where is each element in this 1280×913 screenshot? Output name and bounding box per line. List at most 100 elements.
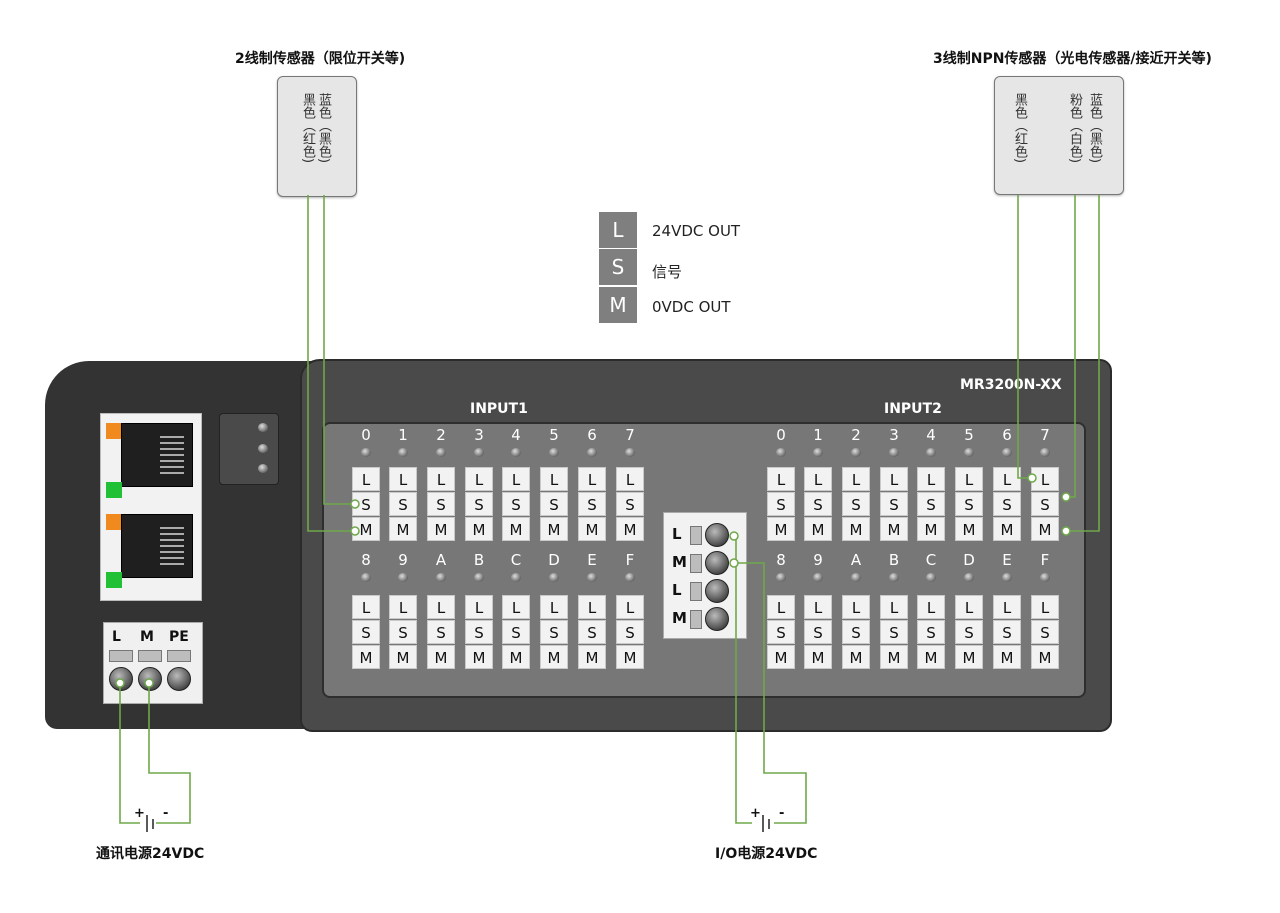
terminal-l[interactable]: L (993, 467, 1021, 491)
terminal-m[interactable]: M (352, 645, 380, 669)
terminal-s[interactable]: S (917, 492, 945, 516)
terminal-s[interactable]: S (502, 492, 530, 516)
terminal-l[interactable]: L (389, 467, 417, 491)
terminal-l[interactable]: L (767, 595, 795, 619)
terminal-m[interactable]: M (880, 645, 908, 669)
terminal-m[interactable]: M (578, 517, 606, 541)
terminal-s[interactable]: S (842, 620, 870, 644)
terminal-l[interactable]: L (578, 595, 606, 619)
terminal-screw-icon[interactable] (705, 551, 729, 575)
terminal-m[interactable]: M (616, 517, 644, 541)
terminal-s[interactable]: S (804, 492, 832, 516)
terminal-l[interactable]: L (955, 467, 983, 491)
terminal-s[interactable]: S (465, 492, 493, 516)
terminal-m[interactable]: M (502, 645, 530, 669)
terminal-s[interactable]: S (767, 620, 795, 644)
terminal-s[interactable]: S (1031, 620, 1059, 644)
terminal-l[interactable]: L (352, 595, 380, 619)
terminal-s[interactable]: S (993, 492, 1021, 516)
terminal-m[interactable]: M (616, 645, 644, 669)
terminal-s[interactable]: S (955, 620, 983, 644)
terminal-m[interactable]: M (767, 517, 795, 541)
terminal-m[interactable]: M (389, 517, 417, 541)
terminal-m[interactable]: M (917, 645, 945, 669)
terminal-s[interactable]: S (465, 620, 493, 644)
terminal-l[interactable]: L (616, 467, 644, 491)
terminal-l[interactable]: L (955, 595, 983, 619)
terminal-s[interactable]: S (993, 620, 1021, 644)
terminal-s[interactable]: S (427, 492, 455, 516)
terminal-s[interactable]: S (616, 620, 644, 644)
terminal-m[interactable]: M (1031, 517, 1059, 541)
terminal-s[interactable]: S (540, 620, 568, 644)
terminal-l[interactable]: L (427, 467, 455, 491)
terminal-screw-icon[interactable] (705, 579, 729, 603)
terminal-m[interactable]: M (955, 517, 983, 541)
terminal-l[interactable]: L (616, 595, 644, 619)
terminal-m[interactable]: M (955, 645, 983, 669)
terminal-l[interactable]: L (804, 467, 832, 491)
terminal-s[interactable]: S (880, 620, 908, 644)
ethernet-port-2[interactable] (121, 514, 193, 578)
terminal-m[interactable]: M (993, 645, 1021, 669)
terminal-m[interactable]: M (804, 645, 832, 669)
terminal-m[interactable]: M (465, 517, 493, 541)
terminal-l[interactable]: L (502, 595, 530, 619)
terminal-screw-icon[interactable] (167, 667, 191, 691)
terminal-m[interactable]: M (389, 645, 417, 669)
terminal-m[interactable]: M (993, 517, 1021, 541)
terminal-l[interactable]: L (993, 595, 1021, 619)
terminal-l[interactable]: L (917, 467, 945, 491)
terminal-m[interactable]: M (502, 517, 530, 541)
terminal-s[interactable]: S (540, 492, 568, 516)
terminal-l[interactable]: L (842, 467, 870, 491)
terminal-l[interactable]: L (540, 467, 568, 491)
terminal-l[interactable]: L (880, 595, 908, 619)
terminal-l[interactable]: L (804, 595, 832, 619)
terminal-m[interactable]: M (427, 645, 455, 669)
terminal-m[interactable]: M (465, 645, 493, 669)
terminal-s[interactable]: S (427, 620, 455, 644)
terminal-l[interactable]: L (842, 595, 870, 619)
terminal-l[interactable]: L (917, 595, 945, 619)
terminal-l[interactable]: L (352, 467, 380, 491)
terminal-m[interactable]: M (842, 517, 870, 541)
terminal-m[interactable]: M (880, 517, 908, 541)
terminal-l[interactable]: L (502, 467, 530, 491)
terminal-l[interactable]: L (465, 467, 493, 491)
terminal-m[interactable]: M (578, 645, 606, 669)
terminal-s[interactable]: S (389, 620, 417, 644)
terminal-s[interactable]: S (616, 492, 644, 516)
terminal-m[interactable]: M (427, 517, 455, 541)
terminal-s[interactable]: S (578, 492, 606, 516)
terminal-m[interactable]: M (1031, 645, 1059, 669)
terminal-m[interactable]: M (917, 517, 945, 541)
terminal-s[interactable]: S (955, 492, 983, 516)
terminal-screw-icon[interactable] (705, 607, 729, 631)
terminal-s[interactable]: S (1031, 492, 1059, 516)
terminal-m[interactable]: M (804, 517, 832, 541)
terminal-l[interactable]: L (880, 467, 908, 491)
terminal-m[interactable]: M (767, 645, 795, 669)
terminal-l[interactable]: L (427, 595, 455, 619)
terminal-m[interactable]: M (540, 645, 568, 669)
terminal-m[interactable]: M (842, 645, 870, 669)
terminal-l[interactable]: L (767, 467, 795, 491)
terminal-l[interactable]: L (465, 595, 493, 619)
terminal-s[interactable]: S (389, 492, 417, 516)
terminal-l[interactable]: L (540, 595, 568, 619)
terminal-screw-icon[interactable] (705, 523, 729, 547)
terminal-s[interactable]: S (917, 620, 945, 644)
terminal-s[interactable]: S (804, 620, 832, 644)
terminal-s[interactable]: S (880, 492, 908, 516)
terminal-l[interactable]: L (578, 467, 606, 491)
terminal-s[interactable]: S (578, 620, 606, 644)
terminal-l[interactable]: L (1031, 595, 1059, 619)
terminal-s[interactable]: S (767, 492, 795, 516)
terminal-s[interactable]: S (352, 620, 380, 644)
terminal-s[interactable]: S (842, 492, 870, 516)
terminal-l[interactable]: L (389, 595, 417, 619)
terminal-s[interactable]: S (502, 620, 530, 644)
ethernet-port-1[interactable] (121, 423, 193, 487)
terminal-m[interactable]: M (540, 517, 568, 541)
